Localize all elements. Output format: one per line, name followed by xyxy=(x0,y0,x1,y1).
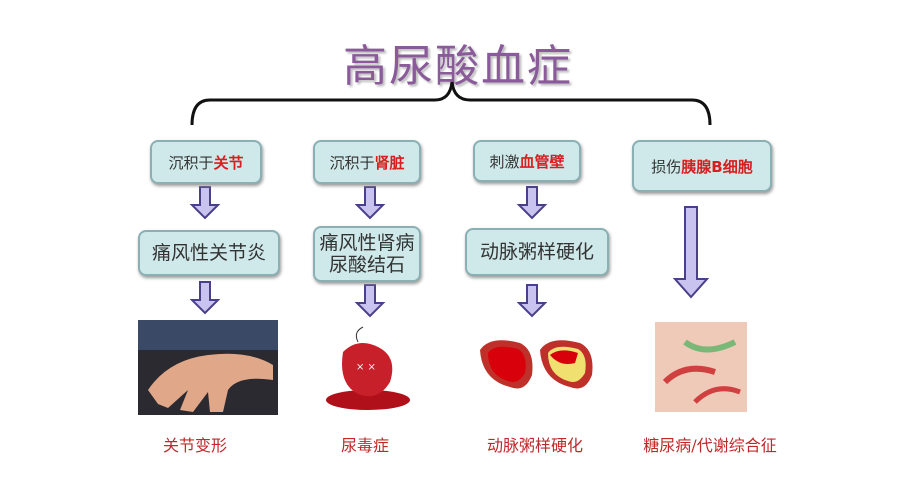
cause-highlight: 肾脏 xyxy=(374,153,405,172)
down-arrow-icon xyxy=(189,281,221,315)
down-arrow-icon xyxy=(516,186,548,220)
disease-box-atherosclerosis: 动脉粥样硬化 xyxy=(465,228,609,276)
cause-highlight: 血管壁 xyxy=(519,152,565,171)
brace xyxy=(190,81,712,126)
disease-line: 尿酸结石 xyxy=(328,254,405,276)
svg-text:× ×: × × xyxy=(356,362,376,373)
pancreas-cells-image xyxy=(655,322,747,412)
kidney-cartoon-image: × × xyxy=(326,326,410,410)
artery-cross-section-image xyxy=(480,340,593,389)
caption-uremia: 尿毒症 xyxy=(340,436,389,455)
disease-box-gout-nephropathy: 痛风性肾病尿酸结石 xyxy=(313,226,421,282)
disease-box-gout-arthritis: 痛风性关节炎 xyxy=(138,230,280,276)
cause-prefix: 沉积于 xyxy=(168,153,214,172)
cause-highlight: 关节 xyxy=(213,153,244,172)
cause-prefix: 沉积于 xyxy=(329,153,375,172)
cause-box-vessel: 刺激血管壁 xyxy=(473,140,581,182)
down-arrow-icon xyxy=(354,186,386,220)
caption-joint-deformity: 关节变形 xyxy=(162,436,227,455)
cause-highlight: 胰腺B细胞 xyxy=(681,157,753,176)
cause-box-joint: 沉积于关节 xyxy=(150,140,262,184)
caption-diabetes: 糖尿病/代谢综合征 xyxy=(643,436,777,455)
deformed-hand-image xyxy=(138,320,278,415)
cause-box-pancreas: 损伤胰腺B细胞 xyxy=(632,140,772,192)
down-arrow-icon xyxy=(354,284,386,318)
down-arrow-icon xyxy=(672,206,710,299)
cause-prefix: 刺激 xyxy=(489,152,520,171)
disease-line: 痛风性肾病 xyxy=(319,232,415,254)
cause-box-kidney: 沉积于肾脏 xyxy=(313,140,421,184)
caption-atherosclerosis: 动脉粥样硬化 xyxy=(486,436,583,455)
down-arrow-icon xyxy=(189,186,221,220)
cause-prefix: 损伤 xyxy=(651,157,682,176)
down-arrow-icon xyxy=(516,284,548,318)
diagram-title: 高尿酸血症 xyxy=(343,41,573,92)
